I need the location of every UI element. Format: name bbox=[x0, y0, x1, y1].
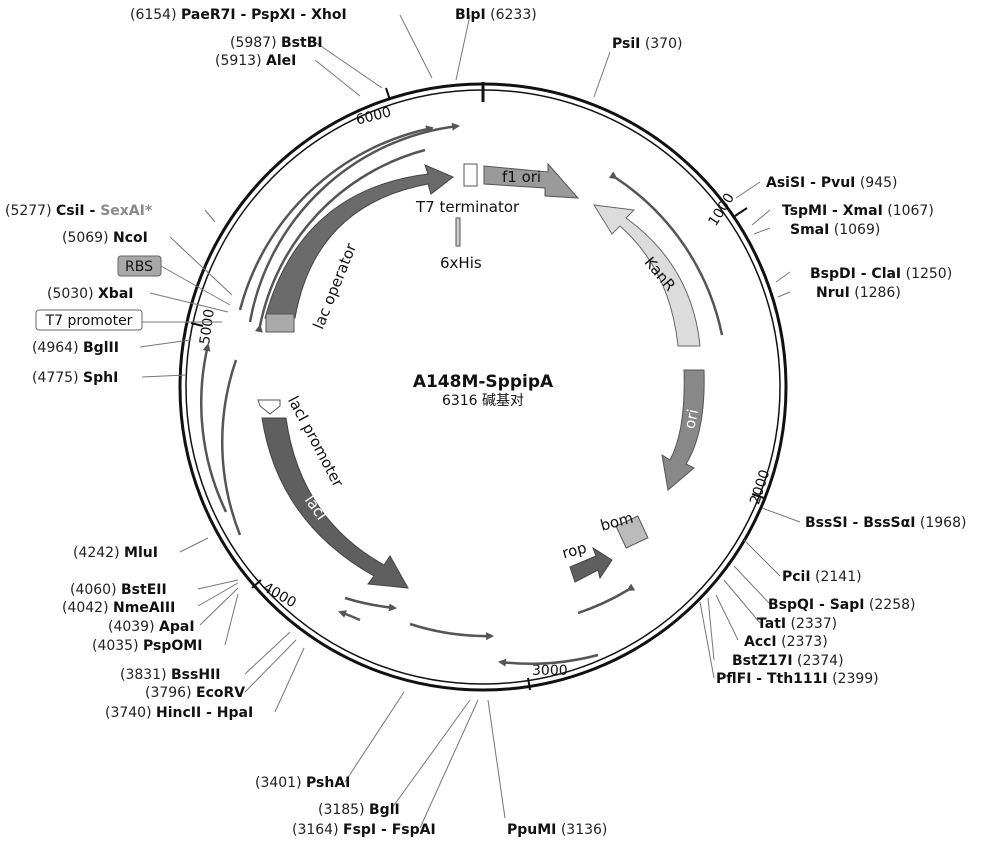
rop-feature bbox=[569, 546, 613, 583]
site-sapi: BspQI - SapI (2258) bbox=[768, 597, 915, 613]
site-pspomi: (4035) PspOMI bbox=[92, 638, 202, 654]
lac-operator-block bbox=[265, 313, 295, 333]
ori-feature bbox=[661, 369, 705, 491]
bom-block bbox=[615, 515, 649, 549]
rop-label: rop bbox=[560, 539, 588, 563]
splcd-feature bbox=[264, 164, 454, 319]
site-bstz17i: BstZ17I (2374) bbox=[732, 653, 844, 669]
site-labels: (6154) PaeR7I - PspXI - XhoI BlpI (6233)… bbox=[5, 7, 966, 838]
laci-promoter-block bbox=[257, 399, 281, 415]
site-bstbi: (5987) BstBI bbox=[230, 35, 323, 51]
his-tag-label: 6xHis bbox=[440, 254, 482, 272]
plasmid-title: A148M-SppipA bbox=[413, 372, 554, 392]
site-sphi: (4775) SphI bbox=[32, 370, 118, 386]
f1-ori-label: f1 ori bbox=[502, 168, 541, 186]
site-clai: BspDI - ClaI (1250) bbox=[810, 266, 952, 282]
site-pvui: AsiSI - PvuI (945) bbox=[766, 175, 898, 191]
plasmid-size: 6316 碱基对 bbox=[442, 392, 524, 409]
tick-marks bbox=[190, 87, 765, 691]
t7-terminator-label: T7 terminator bbox=[415, 198, 520, 216]
site-csii: (5277) CsiI - SexAI* bbox=[5, 203, 153, 219]
site-blpi: BlpI (6233) bbox=[455, 7, 537, 23]
site-tati: TatI (2337) bbox=[757, 616, 837, 632]
tick-label-4000: 4000 bbox=[260, 580, 299, 612]
ori-label: ori bbox=[680, 407, 702, 430]
his-tag-block bbox=[455, 217, 461, 247]
site-alei: (5913) AleI bbox=[215, 53, 296, 69]
site-psii: PsiI (370) bbox=[612, 36, 682, 52]
rbs-label: RBS bbox=[125, 259, 153, 275]
site-bgli: (3185) BglI bbox=[318, 802, 400, 818]
tick-label-5000: 5000 bbox=[197, 308, 218, 346]
tick-label-6000: 6000 bbox=[354, 104, 392, 128]
site-nrui: NruI (1286) bbox=[816, 285, 901, 301]
t7-terminator-block bbox=[463, 163, 478, 187]
site-ppumi: PpuMI (3136) bbox=[507, 822, 607, 838]
site-bsshii: (3831) BssHII bbox=[120, 667, 221, 683]
tick-label-3000: 3000 bbox=[532, 663, 568, 679]
site-smai: SmaI (1069) bbox=[790, 222, 880, 238]
site-nmeaiii: (4042) NmeAIII bbox=[62, 600, 175, 616]
site-pshai: (3401) PshAI bbox=[255, 775, 350, 791]
t7-promoter-label: T7 promoter bbox=[45, 313, 133, 329]
site-ncoi: (5069) NcoI bbox=[62, 230, 148, 246]
site-fspi: (3164) FspI - FspAI bbox=[292, 822, 436, 838]
site-bsssi: BssSI - BssSαI (1968) bbox=[805, 515, 966, 531]
kanr-feature bbox=[593, 204, 701, 347]
site-apai: (4039) ApaI bbox=[108, 619, 195, 635]
site-bglii: (4964) BglII bbox=[32, 340, 119, 356]
site-hpai: (3740) HincII - HpaI bbox=[105, 705, 253, 721]
site-xmai: TspMI - XmaI (1067) bbox=[782, 203, 934, 219]
orf-arcs bbox=[200, 122, 724, 667]
site-xbai: (5030) XbaI bbox=[47, 286, 134, 302]
site-ecorv: (3796) EcoRV bbox=[145, 685, 245, 701]
site-bsteii: (4060) BstEII bbox=[70, 582, 167, 598]
site-mlui: (4242) MluI bbox=[73, 545, 158, 561]
leader-lines bbox=[139, 14, 801, 829]
t7-promoter-box bbox=[35, 309, 143, 331]
laci-feature bbox=[261, 417, 409, 589]
site-xhoi: (6154) PaeR7I - PspXI - XhoI bbox=[130, 7, 347, 23]
site-pcii: PciI (2141) bbox=[782, 569, 862, 585]
f1-ori-feature bbox=[483, 162, 580, 199]
site-acci: AccI (2373) bbox=[744, 634, 828, 650]
site-tth111i: PflFI - Tth111I (2399) bbox=[716, 671, 879, 687]
